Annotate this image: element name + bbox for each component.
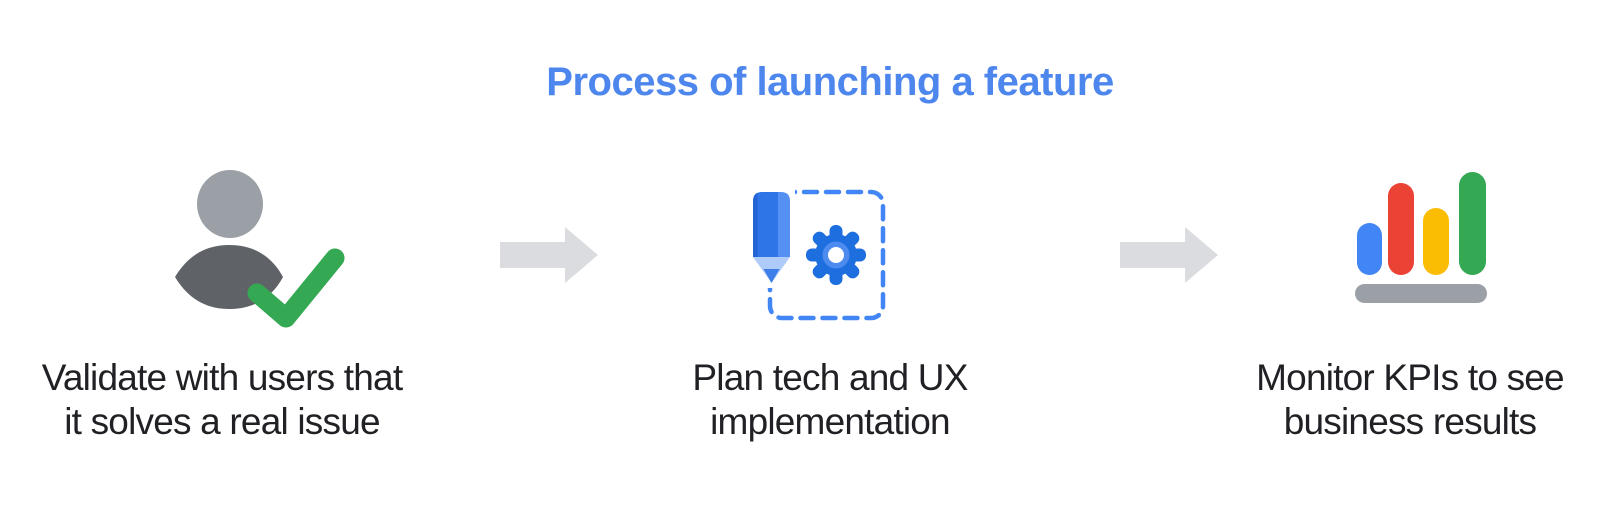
user-check-icon (175, 170, 345, 328)
pencil-gear-icon (747, 185, 886, 321)
gear-hole (828, 247, 844, 263)
step-label-line: Plan tech and UX (692, 357, 968, 398)
person-head (197, 170, 263, 238)
step-label-line: it solves a real issue (64, 401, 380, 443)
step-label-validate: Validate with users that it solves a rea… (42, 356, 403, 445)
pencil-icon (753, 192, 790, 283)
step-label-line: business results (1283, 401, 1537, 443)
bar-red (1388, 183, 1414, 275)
bar-blue (1357, 223, 1382, 275)
bar-yellow (1423, 208, 1449, 275)
chart-baseline (1355, 284, 1487, 303)
step-label-monitor: Monitor KPIs to see business results (1256, 356, 1564, 445)
bar-chart-icon (1355, 172, 1487, 303)
bar-green (1459, 172, 1486, 275)
step-label-line: implementation (710, 401, 951, 443)
checkmark-icon (247, 248, 345, 328)
step-label-plan: Plan tech and UX implementation (692, 356, 968, 445)
step-label-line: Monitor KPIs to see (1256, 357, 1564, 398)
step-label-line: Validate with users that (41, 357, 403, 398)
arrow-right-icon (500, 227, 598, 283)
diagram-title: Process of launching a feature (546, 60, 1114, 104)
pencil-lead (763, 269, 780, 283)
pencil-body (753, 192, 790, 257)
gear-icon (806, 225, 866, 285)
arrow-right-icon (1120, 227, 1218, 283)
